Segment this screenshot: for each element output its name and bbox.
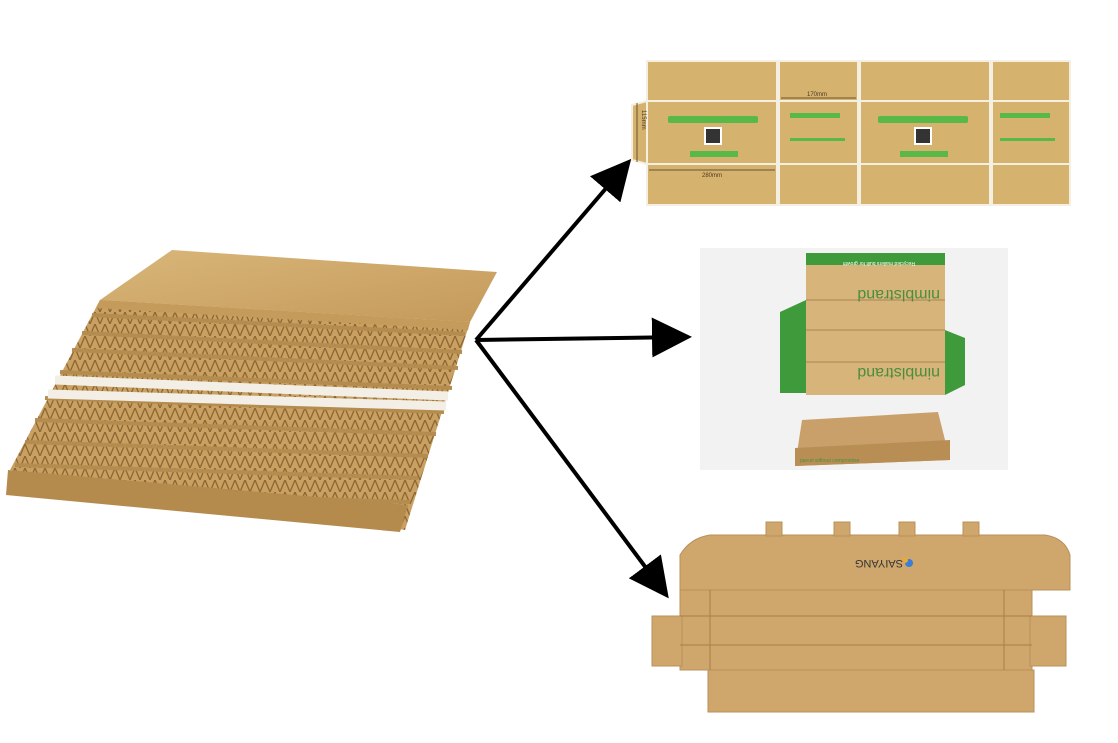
stack-watermark: Thnhk <box>310 528 347 543</box>
dim-width-label: 170mm <box>807 92 827 98</box>
qr-code-icon <box>704 127 932 145</box>
middle-tagline-side: parcel without compromise <box>800 458 860 464</box>
box-middle-photo: nimblstrand nimblstrand Recycled mailers… <box>700 248 1008 470</box>
mailer-lid-green-band <box>806 253 945 265</box>
box-top-dieline: 170mm 280mm 115mm <box>631 60 1071 206</box>
middle-tagline-top: Recycled mailers built for growth <box>843 260 915 266</box>
dim-height-label: 115mm <box>640 110 646 130</box>
corrugated-stack: Thnhk <box>6 250 497 543</box>
mailer-left-flap <box>780 300 806 393</box>
stack-bottom-sheet <box>6 470 408 532</box>
arrow-to-middle-box <box>475 317 692 358</box>
bottom-lid <box>679 534 1071 591</box>
arrows <box>474 158 692 599</box>
middle-brand-text-2: nimblstrand <box>857 364 940 381</box>
bottom-body <box>679 589 1033 671</box>
stack-white-layers <box>47 375 449 411</box>
box-bottom-dieline: SAIYANG <box>651 521 1071 713</box>
top-box-print <box>668 113 1055 157</box>
mailer-lid <box>806 253 945 395</box>
stack-top-edge <box>96 300 470 330</box>
stack-top-sheet <box>100 250 497 322</box>
mailer-base-front <box>795 440 950 466</box>
bottom-brand-text: SAIYANG <box>855 557 903 569</box>
middle-brand-text: nimblstrand <box>857 286 940 303</box>
dim-length-label: 280mm <box>702 173 722 179</box>
arrow-to-bottom-box <box>474 338 669 599</box>
brand-logo-icon <box>902 557 913 567</box>
arrow-to-top-box <box>474 158 632 342</box>
stack-side-layers <box>10 300 470 530</box>
mailer-right-flap <box>945 330 965 395</box>
